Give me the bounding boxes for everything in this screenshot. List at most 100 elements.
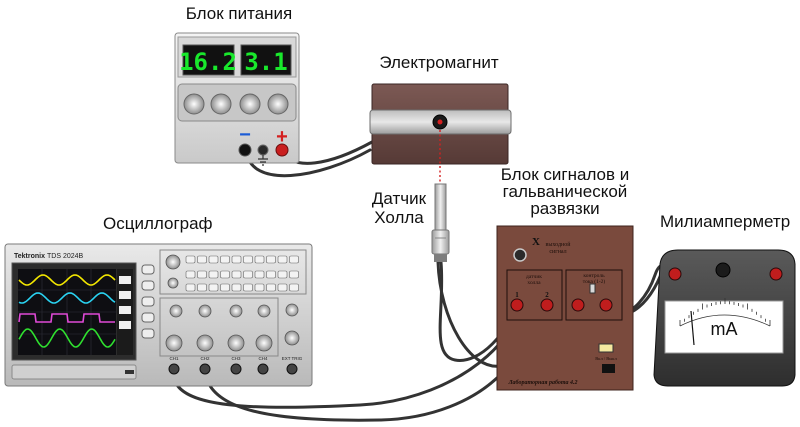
osc-trace-4 [18, 328, 116, 348]
power-supply-knobs[interactable] [183, 93, 289, 115]
osc-usb-slot [11, 364, 137, 380]
osc-button [243, 255, 253, 264]
power-supply-label: Блок питания [185, 4, 293, 23]
osc-button [254, 283, 265, 292]
osc-knobs[interactable] [165, 254, 300, 352]
osc-button [277, 270, 288, 279]
block-hall-label-1: датчик [526, 274, 542, 280]
control-terminal-2[interactable] [599, 298, 613, 312]
osc-bnc-connectors[interactable] [168, 363, 298, 375]
osc-button [185, 270, 196, 279]
block-terminal-2-label: 2 [545, 291, 549, 299]
osc-button [231, 270, 242, 279]
ps-terminal-minus[interactable] [238, 143, 252, 157]
minus-sign: − [239, 124, 251, 146]
meter-scale [679, 298, 771, 326]
block-control-label-1: контроль [583, 273, 605, 279]
power-indicator [598, 343, 614, 353]
osc-button [266, 283, 276, 292]
ps-terminal-plus[interactable] [275, 143, 289, 157]
osc-ch2-label: CH2 [200, 356, 209, 361]
osc-knob [165, 254, 181, 270]
meter-unit: mA [711, 319, 738, 339]
osc-function-buttons[interactable] [185, 255, 299, 292]
voltage-readout: 16.2 [179, 48, 237, 76]
osc-ch1-connector [168, 363, 180, 375]
osc-button [243, 283, 253, 292]
meter-dial [664, 300, 784, 354]
osc-grid [18, 269, 116, 355]
osc-trace-2 [18, 292, 116, 304]
block-x-label: X [532, 236, 540, 248]
osc-ext-trig-connector [286, 363, 298, 375]
signal-block-label-line2: гальванической [502, 182, 628, 201]
current-control-panel [565, 269, 623, 321]
output-connector[interactable] [513, 248, 527, 262]
meter-terminal-1[interactable] [668, 267, 682, 281]
osc-button [289, 255, 299, 264]
osc-button [197, 270, 207, 279]
block-power-label: Вкл / Выкл [595, 356, 617, 361]
osc-button [208, 283, 219, 292]
osc-button [277, 255, 288, 264]
milliammeter [653, 249, 796, 387]
osc-knob [229, 304, 243, 318]
meter-terminal-2[interactable] [769, 267, 783, 281]
osc-button [231, 283, 242, 292]
osc-menu-buttons [119, 276, 131, 329]
osc-button [254, 255, 265, 264]
osc-knob [167, 277, 179, 289]
osc-button [185, 283, 196, 292]
osc-button [277, 283, 288, 292]
block-output-label-1: выходной [546, 241, 572, 248]
osc-button [197, 283, 207, 292]
osc-button [243, 270, 253, 279]
osc-button [185, 255, 196, 264]
osc-button [266, 270, 276, 279]
toggle-switch[interactable] [589, 283, 596, 294]
voltage-display [182, 44, 235, 76]
hall-terminal-2[interactable] [540, 298, 554, 312]
osc-button [208, 255, 219, 264]
plus-sign: + [276, 126, 288, 148]
current-readout: 3.1 [244, 48, 287, 76]
osc-ch3-label: CH3 [231, 356, 240, 361]
block-control-label-2: тока (1-2) [583, 278, 606, 285]
hall-terminal-1[interactable] [510, 298, 524, 312]
power-supply [174, 32, 300, 166]
signal-block-label-line1: Блок сигналов и [500, 165, 630, 184]
block-hall-label-2: холла [527, 280, 541, 286]
osc-button [231, 255, 242, 264]
osc-knob [284, 330, 300, 346]
osc-knob [169, 304, 183, 318]
hall-sensor-label-line1: Датчик [371, 189, 427, 208]
osc-ch1-label: CH1 [169, 356, 178, 361]
osc-ch4-connector [257, 363, 269, 375]
meter-zero-screw[interactable] [715, 262, 731, 278]
osc-traces [18, 274, 116, 348]
electromagnet-label: Электромагнит [379, 53, 499, 72]
control-terminal-1[interactable] [571, 298, 585, 312]
osc-button [220, 283, 230, 292]
osc-button [266, 255, 276, 264]
ps-terminal-ground[interactable] [257, 144, 269, 156]
osc-knob [255, 334, 273, 352]
oscilloscope [4, 243, 313, 387]
osc-softkeys [141, 264, 155, 339]
signal-block [496, 225, 634, 391]
block-output-label-2: сигнал [549, 249, 566, 255]
hall-probe [431, 183, 450, 262]
osc-button [289, 283, 299, 292]
power-switch[interactable] [602, 364, 615, 373]
meter-needle [690, 310, 695, 346]
osc-knob [227, 334, 245, 352]
signal-block-label-line3: развязки [530, 199, 600, 218]
hall-sensor-label-line2: Холла [374, 208, 424, 227]
osc-ext-trig-label: EXT TRIG [282, 356, 303, 361]
osc-button [254, 270, 265, 279]
osc-model: TDS 2024B [47, 253, 84, 260]
osc-ch3-connector [230, 363, 242, 375]
block-terminal-1-label: 1 [515, 291, 519, 299]
osc-ch4-label: CH4 [258, 356, 267, 361]
